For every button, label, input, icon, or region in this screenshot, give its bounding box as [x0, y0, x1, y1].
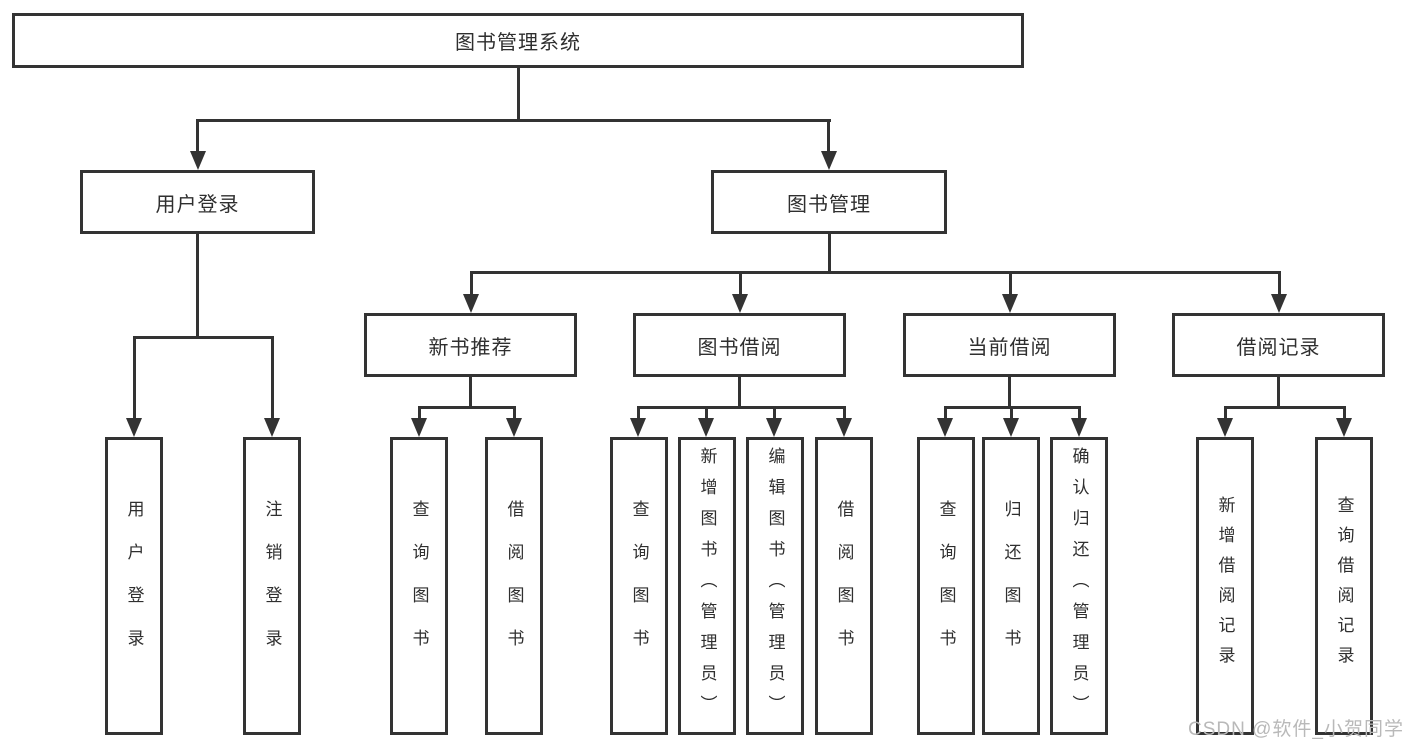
connector-drop	[739, 271, 742, 294]
leaf-logout: 注销登录	[243, 437, 301, 735]
arrowhead-down-icon	[1336, 418, 1352, 437]
connector-drop	[470, 271, 473, 294]
connector-drop	[133, 336, 136, 418]
node-book-borrow: 图书借阅	[633, 313, 846, 377]
arrowhead-down-icon	[190, 151, 206, 170]
leaf-rec-query-books: 查询图书	[390, 437, 448, 735]
connector-current-borrow-stem	[1008, 377, 1011, 407]
node-new-book-rec: 新书推荐	[364, 313, 577, 377]
connector-drop	[773, 406, 776, 418]
connector-drop	[1343, 406, 1346, 418]
csdn-watermark: CSDN @软件_小贺同学	[1188, 719, 1404, 740]
node-root-system: 图书管理系统	[12, 13, 1024, 68]
node-current-borrow-label: 当前借阅	[967, 336, 1052, 359]
leaf-confirm-return-admin: 确认归还（管理员）	[1050, 437, 1108, 735]
arrowhead-down-icon	[1002, 294, 1018, 313]
leaf-user-login: 用户登录	[105, 437, 163, 735]
node-user-login-label: 用户登录	[155, 193, 240, 216]
arrowhead-down-icon	[766, 418, 782, 437]
arrowhead-down-icon	[630, 418, 646, 437]
arrowhead-down-icon	[732, 294, 748, 313]
connector-drop	[944, 406, 947, 418]
node-root-label: 图书管理系统	[455, 32, 581, 54]
connector-book-borrow-bar	[637, 406, 845, 409]
connector-book-mgmt-drop	[827, 119, 830, 152]
connector-drop	[843, 406, 846, 418]
connector-drop	[1009, 271, 1012, 294]
arrowhead-down-icon	[506, 418, 522, 437]
connector-book-mgmt-stem	[828, 234, 831, 272]
node-book-mgmt-label: 图书管理	[787, 193, 871, 216]
node-current-borrow: 当前借阅	[903, 313, 1116, 377]
connector-drop	[1010, 406, 1013, 418]
connector-borrow-records-stem	[1277, 377, 1280, 407]
connector-drop	[705, 406, 708, 418]
connector-new-book-rec-stem	[469, 377, 472, 407]
arrowhead-down-icon	[126, 418, 142, 437]
connector-root-bar	[196, 119, 831, 122]
connector-root-stem	[517, 68, 520, 119]
connector-drop	[1224, 406, 1227, 418]
connector-book-mgmt-bar	[470, 271, 1280, 274]
arrowhead-down-icon	[836, 418, 852, 437]
connector-drop	[271, 336, 274, 418]
leaf-current-query-books: 查询图书	[917, 437, 975, 735]
connector-new-book-rec-bar	[418, 406, 515, 409]
node-book-borrow-label: 图书借阅	[697, 336, 782, 359]
connector-borrow-records-bar	[1224, 406, 1345, 409]
leaf-borrow-books: 借阅图书	[815, 437, 873, 735]
connector-drop	[1078, 406, 1081, 418]
arrowhead-down-icon	[698, 418, 714, 437]
connector-drop	[418, 406, 421, 418]
leaf-add-borrow-record: 新增借阅记录	[1196, 437, 1254, 735]
leaf-add-books-admin: 新增图书（管理员）	[678, 437, 736, 735]
connector-user-login-drop	[196, 119, 199, 152]
leaf-borrow-query-books: 查询图书	[610, 437, 668, 735]
node-borrow-records-label: 借阅记录	[1236, 336, 1321, 359]
leaf-return-books: 归还图书	[982, 437, 1040, 735]
leaf-query-borrow-record: 查询借阅记录	[1315, 437, 1373, 735]
connector-user-login-bar	[133, 336, 274, 339]
connector-drop	[637, 406, 640, 418]
arrowhead-down-icon	[937, 418, 953, 437]
arrowhead-down-icon	[1217, 418, 1233, 437]
arrowhead-down-icon	[1271, 294, 1287, 313]
arrowhead-down-icon	[1003, 418, 1019, 437]
leaf-rec-borrow-books: 借阅图书	[485, 437, 543, 735]
leaf-edit-books-admin: 编辑图书（管理员）	[746, 437, 804, 735]
node-new-book-rec-label: 新书推荐	[428, 336, 513, 359]
arrowhead-down-icon	[1071, 418, 1087, 437]
connector-drop	[1278, 271, 1281, 294]
node-user-login: 用户登录	[80, 170, 315, 234]
arrowhead-down-icon	[463, 294, 479, 313]
node-borrow-records: 借阅记录	[1172, 313, 1385, 377]
arrowhead-down-icon	[411, 418, 427, 437]
connector-user-login-stem	[196, 234, 199, 337]
node-book-mgmt: 图书管理	[711, 170, 947, 234]
connector-drop	[513, 406, 516, 418]
arrowhead-down-icon	[821, 151, 837, 170]
connector-book-borrow-stem	[738, 377, 741, 407]
arrowhead-down-icon	[264, 418, 280, 437]
